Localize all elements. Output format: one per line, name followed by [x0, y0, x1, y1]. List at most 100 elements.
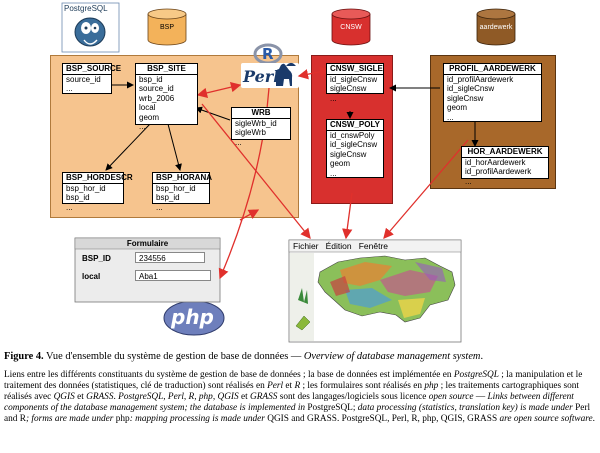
- table-field: bsp_hor_id: [66, 183, 106, 193]
- text-run: ; les formulaires sont réalisés en: [300, 381, 425, 392]
- bsp-database-cylinder: [147, 8, 187, 46]
- figure-label: Figure 4.: [4, 351, 44, 362]
- text-run: GRASS: [250, 392, 278, 403]
- caption-en: Overview of database management system: [303, 351, 481, 362]
- table-title: BSP_SITE: [136, 64, 197, 75]
- table-title: BSP_SOURCE: [63, 64, 121, 75]
- table-title: PROFIL_AARDEWERK: [444, 64, 541, 75]
- text-run: .: [592, 414, 595, 425]
- table-field: sigleCnsw: [447, 93, 484, 103]
- menu-fenetre[interactable]: Fenêtre: [358, 241, 388, 251]
- text-run: ; la manipulation et le traitement des d…: [4, 370, 583, 392]
- table-field: ...: [66, 84, 73, 93]
- text-run: ; forms are made under: [25, 414, 116, 425]
- text-run: PostgreSQL: [453, 370, 499, 380]
- table-bsp-site: BSP_SITE bsp_id source_id wrb_2006 local…: [135, 63, 198, 131]
- table-field: id_cnswPoly: [330, 130, 375, 140]
- text-run: sont des langages/logiciels sous licence: [277, 392, 429, 403]
- form-title: Formulaire: [126, 239, 169, 248]
- table-field: ...: [139, 122, 146, 131]
- text-run: Perl: [267, 381, 284, 392]
- text-run: data processing (statistics, translation…: [357, 403, 576, 414]
- cnsw-database-label: CNSW: [340, 24, 362, 31]
- table-field: ...: [235, 137, 242, 147]
- caption-fr: Vue d'ensemble du système de gestion de …: [43, 351, 304, 362]
- perl-logo-text: Perl: [243, 67, 280, 86]
- gis-window[interactable]: [288, 239, 462, 343]
- postgresql-logo-text: PostgreSQL: [64, 4, 108, 13]
- text-run: Liens entre les différents constituants …: [4, 370, 454, 380]
- form-bsp-id-label: BSP_ID: [82, 254, 111, 263]
- table-profil-aardewerk: PROFIL_AARDEWERK id_profilAardewerk id_s…: [443, 63, 542, 122]
- table-field: id_sigleCnsw: [330, 74, 378, 84]
- relation-arrows: [105, 81, 479, 171]
- table-bsp-horana: BSP_HORANA bsp_hor_id bsp_id ...: [152, 172, 212, 212]
- text-run: php: [424, 381, 439, 392]
- aardewerk-database-cylinder: [476, 8, 516, 46]
- table-cnsw-sigle: CNSW_SIGLE id_sigleCnsw sigleCnsw ...: [326, 63, 384, 103]
- table-title: WRB: [232, 108, 290, 119]
- text-run: et: [74, 392, 87, 403]
- table-field: id_horAardewerk: [465, 157, 526, 167]
- table-field: ...: [447, 112, 454, 122]
- text-run: Links between different components of th…: [4, 392, 574, 414]
- table-cnsw-poly: CNSW_POLY id_cnswPoly id_sigleCnsw sigle…: [326, 119, 384, 178]
- table-field: local: [139, 103, 156, 112]
- table-field: sigleCnsw: [330, 84, 367, 93]
- table-field: bsp_id: [156, 193, 180, 202]
- text-run: PostgreSQL;: [307, 403, 358, 414]
- table-field: bsp_hor_id: [156, 183, 196, 193]
- table-field: bsp_id: [139, 74, 163, 84]
- table-hor-aardewerk: HOR_AARDEWERK id_horAardewerk id_profilA…: [461, 146, 549, 186]
- table-field: sigleCnsw: [330, 149, 367, 159]
- text-run: GRASS: [86, 392, 114, 403]
- table-field: id_profilAardewerk: [447, 74, 514, 84]
- qgis-icon: [295, 315, 311, 331]
- text-run: QGIS: [53, 392, 75, 403]
- table-field: wrb_2006: [139, 93, 175, 103]
- table-field: sigleWrb_id: [235, 118, 277, 128]
- table-field: geom: [139, 112, 160, 122]
- caption-end: .: [480, 351, 484, 362]
- postgresql-logo: [61, 2, 120, 53]
- table-field: ...: [66, 202, 73, 212]
- diagram-graphics: [61, 2, 516, 343]
- text-run: PostgreSQL, Perl, R, php, QGIS: [118, 392, 239, 403]
- table-field: id_profilAardewerk: [465, 167, 532, 176]
- gis-menubar: Fichier Édition Fenêtre: [293, 241, 388, 251]
- table-field: source_id: [139, 84, 174, 93]
- text-run: R: [294, 381, 301, 392]
- form-bsp-id-input[interactable]: 234556: [135, 252, 205, 263]
- perl-camel-logo: [241, 62, 299, 88]
- table-field: source_id: [66, 74, 101, 84]
- table-wrb: WRB sigleWrb_id sigleWrb ...: [231, 107, 291, 147]
- figure-description: Liens entre les différents constituants …: [4, 370, 596, 425]
- figure-caption: Figure 4. Vue d'ensemble du système de g…: [4, 350, 596, 363]
- table-title: BSP_HORANA: [153, 173, 212, 184]
- table-field: ...: [330, 93, 337, 103]
- bsp-database-label: BSP: [159, 24, 174, 31]
- table-field: id_sigleCnsw: [330, 140, 378, 149]
- form-local-label: local: [82, 272, 101, 281]
- php-logo-text: php: [171, 305, 214, 329]
- table-bsp-source: BSP_SOURCE source_id ...: [62, 63, 121, 94]
- menu-edition[interactable]: Édition: [325, 241, 352, 251]
- grass-icon: [298, 288, 308, 304]
- table-field: id_sigleCnsw: [447, 84, 495, 93]
- text-run: . PostgreSQL, Perl, R, php, QGIS, GRASS: [336, 414, 500, 425]
- table-title: HOR_AARDEWERK: [462, 147, 548, 158]
- table-field: ...: [156, 202, 163, 212]
- text-run: .: [113, 392, 119, 403]
- table-field: sigleWrb: [235, 128, 266, 137]
- form-local-input[interactable]: Aba1: [135, 270, 211, 281]
- r-logo-letter: R: [262, 45, 274, 63]
- text-run: —: [473, 392, 488, 403]
- text-run: php: [115, 414, 130, 425]
- text-run: : mapping processing is made under: [129, 414, 268, 425]
- text-run: open source: [428, 392, 474, 403]
- text-run: are open source software: [499, 414, 593, 425]
- menu-fichier[interactable]: Fichier: [293, 241, 319, 251]
- text-run: et: [283, 381, 295, 392]
- table-field: geom: [330, 159, 351, 168]
- text-run: ; les traitements cartographiques sont r…: [4, 381, 579, 403]
